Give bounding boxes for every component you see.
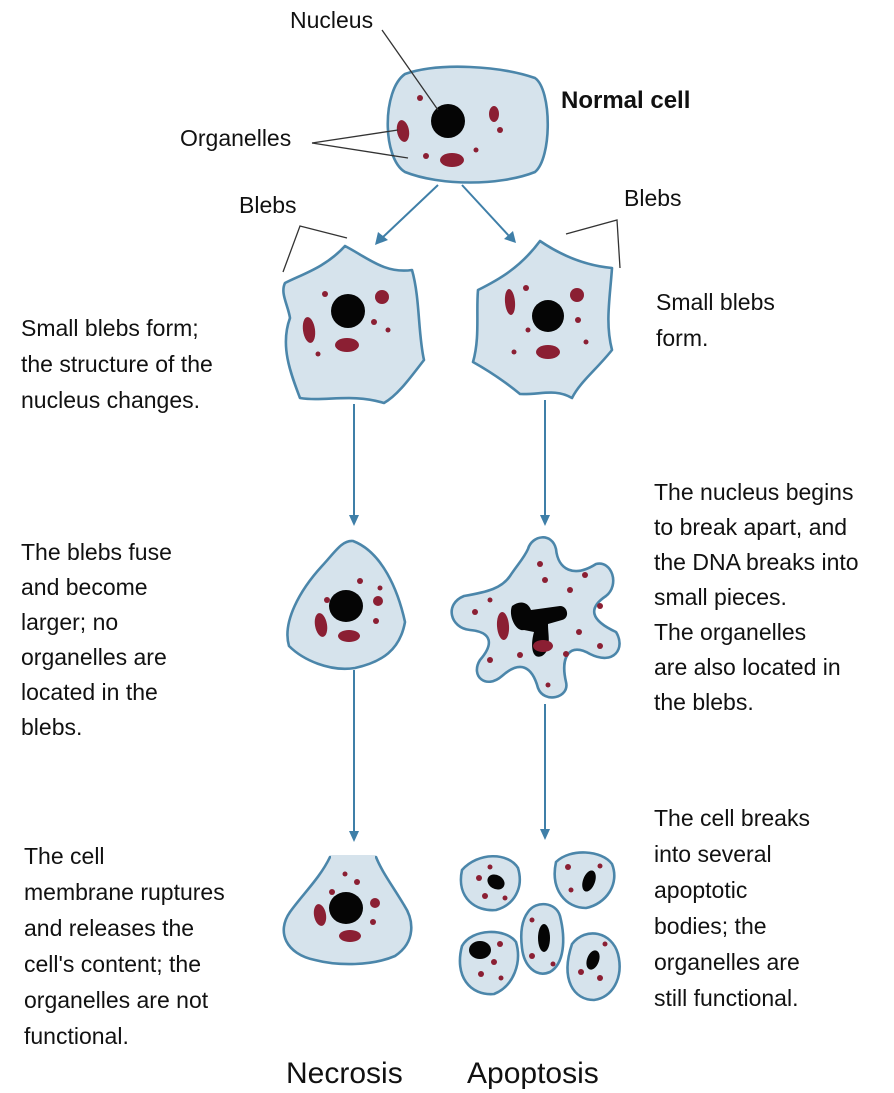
necrosis-step-2-line-1: The blebs fuse: [21, 539, 172, 565]
apoptosis-cell-stage-2: [452, 537, 620, 697]
necrosis-cell-stage-3: [284, 855, 412, 964]
necrosis-label: Necrosis: [286, 1057, 403, 1090]
necrosis-step-2-line-5: located in the: [21, 679, 158, 705]
apoptosis-step-2-line-2: to break apart, and: [654, 514, 847, 540]
necrosis-step-3-line-5: organelles are not: [24, 987, 209, 1013]
normal-cell-nucleus: [431, 104, 465, 138]
necrosis-step-1-line-1: Small blebs form;: [21, 315, 199, 341]
apoptotic-body-1: [461, 856, 520, 910]
apoptosis-step-3-line-6: still functional.: [654, 985, 798, 1011]
apoptosis-step-1-text: Small blebs form.: [656, 289, 781, 351]
necrosis-step-3-line-2: membrane ruptures: [24, 879, 225, 905]
apoptosis-cell-stage-1: [473, 241, 612, 398]
blebs-left-label: Blebs: [239, 192, 297, 218]
apoptotic-body-5: [568, 933, 620, 1000]
apoptosis-arrow-1: [540, 400, 550, 526]
apoptosis-step-2-line-1: The nucleus begins: [654, 479, 853, 505]
apoptotic-body-3: [521, 904, 563, 973]
apoptosis-step-1-line-2: form.: [656, 325, 708, 351]
apoptosis-step-3-line-2: into several: [654, 841, 772, 867]
necrosis-arrow-2: [349, 670, 359, 842]
organelles-label: Organelles: [180, 125, 291, 151]
necrosis-step-3-line-4: cell's content; the: [24, 951, 201, 977]
necrosis-step-3-text: The cell membrane ruptures and releases …: [24, 843, 231, 1049]
necrosis-step-2-line-3: larger; no: [21, 609, 118, 635]
apoptosis-step-3-line-5: organelles are: [654, 949, 800, 975]
necrosis-step-1-line-3: nucleus changes.: [21, 387, 200, 413]
necrosis-step-1-text: Small blebs form; the structure of the n…: [21, 315, 219, 413]
necrosis-step-1-line-2: the structure of the: [21, 351, 213, 377]
apoptotic-body-2: [555, 852, 615, 908]
branch-arrow-apoptosis: [462, 185, 516, 243]
organelles-pointer-1: [312, 130, 398, 143]
nucleus-label: Nucleus: [290, 7, 373, 33]
apoptosis-step-2-line-6: are also located in: [654, 654, 841, 680]
necrosis-step-2-line-6: blebs.: [21, 714, 82, 740]
necrosis-step-3-line-6: functional.: [24, 1023, 129, 1049]
apoptosis-step-2-line-4: small pieces.: [654, 584, 787, 610]
apoptosis-arrow-2: [540, 704, 550, 840]
necrosis-step-2-line-4: organelles are: [21, 644, 167, 670]
necrosis-step-2-line-2: and become: [21, 574, 148, 600]
apoptosis-step-2-text: The nucleus begins to break apart, and t…: [654, 479, 865, 715]
apoptosis-label: Apoptosis: [467, 1057, 599, 1090]
apoptosis-step-3-line-3: apoptotic: [654, 877, 747, 903]
necrosis-arrow-1: [349, 404, 359, 526]
blebs-right-label: Blebs: [624, 185, 682, 211]
apoptosis-step-1-line-1: Small blebs: [656, 289, 775, 315]
apoptosis-step-2-line-7: the blebs.: [654, 689, 754, 715]
apoptosis-step-3-line-1: The cell breaks: [654, 805, 810, 831]
apoptosis-step-3-text: The cell breaks into several apoptotic b…: [654, 805, 816, 1011]
apoptosis-step-2-line-3: the DNA breaks into: [654, 549, 859, 575]
normal-cell: [388, 67, 548, 183]
necrosis-cell-stage-2: [287, 541, 405, 669]
necrosis-step-3-line-1: The cell: [24, 843, 105, 869]
apoptotic-body-4: [460, 932, 518, 994]
apoptosis-step-2-line-5: The organelles: [654, 619, 806, 645]
apoptosis-step-3-line-4: bodies; the: [654, 913, 767, 939]
necrosis-step-2-text: The blebs fuse and become larger; no org…: [21, 539, 178, 740]
normal-cell-label: Normal cell: [561, 87, 690, 114]
apoptotic-bodies: [460, 852, 620, 1000]
necrosis-cell-stage-1: [283, 246, 424, 403]
necrosis-step-3-line-3: and releases the: [24, 915, 194, 941]
branch-arrow-necrosis: [375, 185, 438, 245]
